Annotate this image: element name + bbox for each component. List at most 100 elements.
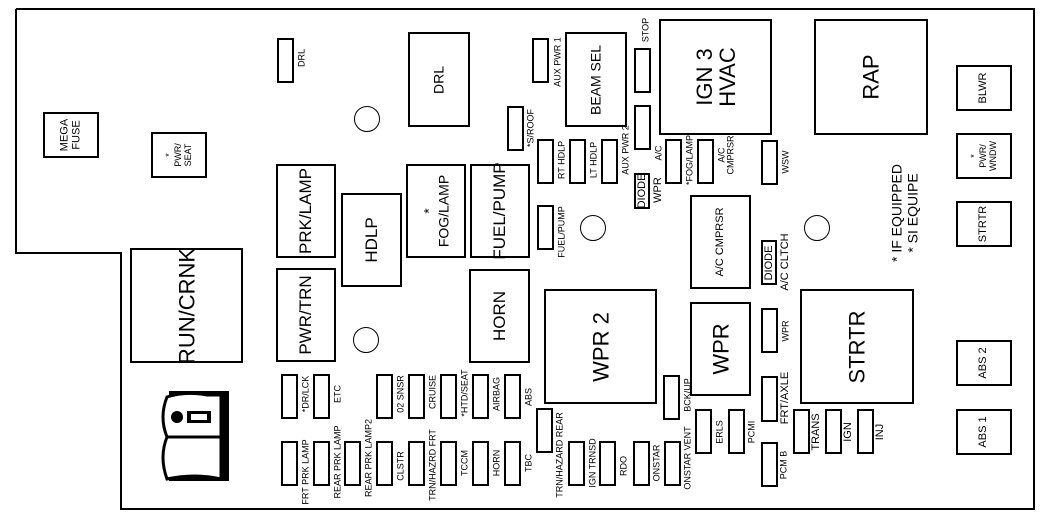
fuel-pump-relay-label: FUEL/PUMP [490,162,510,260]
footnote-si-equipe: * SI EQUIPE [904,173,921,253]
prk-lamp-label: PRK/LAMP [296,168,316,254]
diode-wpr: DIODE [634,173,650,209]
wpr-relay: WPR [690,302,751,396]
trn-hazard-rear-label: TRN/HAZARD REAR [554,412,565,498]
ac-fuse [634,105,651,150]
aux-pwr2-label: AUX PWR 2 [620,125,631,175]
frt-axle-fuse [761,376,778,422]
ign-trnsd-label: IGN TRNSD [587,438,598,488]
airbag-label: AIRBAG [491,376,502,412]
strtr-small-relay: STRTR [956,201,1012,247]
fog-lamp-relay: * FOG/LAMP [406,164,466,258]
rap-label: RAP [858,54,884,100]
tbc-fuse [504,441,521,486]
abs2-label: ABS 2 [977,347,990,379]
clstr-label: CLSTR [395,451,406,481]
rap-relay: RAP [814,19,928,135]
abs-fuse [504,374,521,419]
diode-wpr-label: WPR [652,177,665,203]
ac-cmprsr-fuse-label: A/C CMPRSR [716,135,736,175]
trans-fuse [793,409,810,454]
ign-fuse [825,409,842,454]
abs1-relay: ABS 1 [956,409,1012,455]
pcmi-label: PCMI [746,420,757,444]
horn-fuse [472,441,489,486]
htd-seat-fuse [440,374,457,419]
o2-snsr-label: 02 SNSR [395,375,406,413]
ign-label: IGN [842,422,855,442]
fuel-pump-relay: FUEL/PUMP [470,162,530,260]
hdlp-relay: HDLP [341,193,402,287]
ac-label: A/C [653,145,664,161]
mounting-hole [804,215,830,241]
pwr-wndw-relay: * PWR/ WNDW [956,133,1012,179]
pcm-b-fuse [761,442,778,487]
frt-prk-lamp-fuse [281,441,298,486]
stop-fuse [634,48,651,93]
tccm-label: TCCM [459,450,470,476]
s-roof-label: *S/ROOF [525,108,536,148]
drl-fuse-label: DRL [296,48,307,68]
ign3-hvac-relay: IGN 3 HVAC [659,19,772,135]
drl-relay-label: DRL [430,65,447,94]
tbc-label: TBC [523,454,534,472]
mega-fuse-label: MEGA FUSE [58,118,82,152]
diode-ac-cltch: DIODE [761,240,777,285]
ac-cmprsr-relay: A/C CMPRSR [690,195,751,289]
dr-lck-fuse [281,374,298,419]
cruise-label: CRUISE [427,374,438,410]
rt-hdlp-label: RT HDLP [556,140,567,180]
trans-label: TRANS [810,413,823,451]
abs-label: ABS [523,387,534,407]
drl-relay: DRL [408,32,470,127]
wpr2-relay: WPR 2 [544,289,657,404]
strtr-large-label: STRTR [844,310,870,383]
inj-fuse [857,409,874,454]
onstar-vent-label: ONSTAR VENT [682,426,693,490]
pwr-seat-relay: * PWR/ SEAT [151,132,207,178]
diode-wpr-chip: DIODE [636,173,648,209]
diode-ac-cltch-chip: DIODE [763,245,775,280]
dr-lck-label: *DR/LCK [300,375,311,413]
htd-seat-label: *HTD/SEAT [459,369,470,417]
rdo-label: RDO [618,456,629,476]
drl-fuse [277,38,294,83]
horn-relay: HORN [469,269,530,363]
etc-label: ETC [332,385,343,403]
blwr-label: BLWR [977,72,990,104]
pwr-wndw-label: * PWR/ WNDW [968,141,998,171]
s-roof-fuse [507,106,524,151]
wpr-fuse-label: WPR [780,320,791,342]
rdo-fuse [599,441,616,486]
airbag-fuse [472,374,489,419]
erls-fuse [695,409,712,454]
etc-fuse [313,374,330,419]
fog-lamp-relay-label: * FOG/LAMP [420,174,451,248]
aux-pwr1-fuse [532,38,549,83]
bck-up-label: BCK/UP [682,378,693,412]
onstar-vent-fuse [664,441,681,486]
trn-hazard-rear-fuse [536,408,553,453]
aux-pwr1-label: AUX PWR 1 [552,37,563,87]
beam-sel-relay: BEAM SEL [565,32,627,127]
wsw-label: WSW [780,150,791,174]
rear-prk-lamp-fuse [313,441,330,486]
run-crnk-label: RUN/CRNK [173,247,199,364]
fuel-pump-fuse [537,205,554,250]
strtr-large-relay: STRTR [800,289,914,404]
fog-lamp-fuse-label: *FOG/LAMP [684,134,695,186]
mounting-hole [353,327,379,353]
diode-ac-cltch-label: A/C CLTCH [779,233,792,291]
o2-snsr-fuse [376,374,393,419]
wpr-relay-label: WPR [707,323,733,375]
rear-prk-lamp2-label: REAR PRK LAMP2 [363,418,374,498]
horn-relay-label: HORN [489,290,509,342]
abs1-label: ABS 1 [977,416,990,448]
pcmi-fuse [728,409,745,454]
rear-prk-lamp-label: REAR PRK LAMP [332,425,343,499]
ac-cmprsr-fuse [697,139,714,184]
fog-lamp-fuse [665,139,682,184]
mounting-hole [580,215,606,241]
